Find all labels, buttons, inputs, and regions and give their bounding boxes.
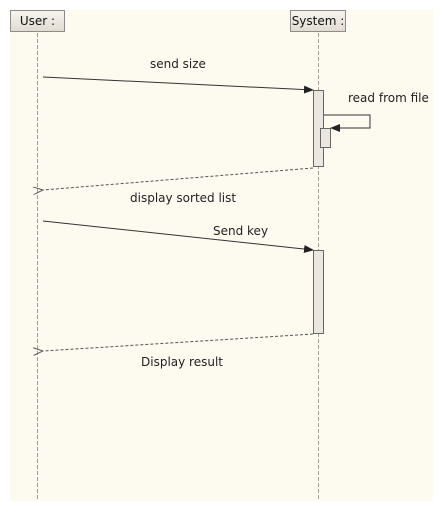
message-label-display-result: Display result	[141, 355, 223, 369]
message-arrow-send-key	[42, 220, 314, 254]
activation-bar-system-2	[313, 250, 324, 334]
message-arrow-send-size	[42, 76, 314, 94]
lifeline-header-user[interactable]: User :	[10, 10, 65, 32]
message-label-display-sorted-list: display sorted list	[130, 191, 237, 205]
message-arrow-read-from-file	[324, 114, 371, 132]
message-label-read-from-file: read from file	[348, 91, 429, 105]
message-arrow-display-sorted-list	[43, 167, 314, 190]
lifeline-header-system[interactable]: System :	[290, 10, 346, 32]
message-arrow-display-result	[43, 333, 314, 351]
message-label-send-size: send size	[150, 57, 206, 71]
activation-bar-system-nested	[320, 128, 331, 148]
diagram-background	[10, 10, 433, 501]
message-label-send-key: Send key	[213, 224, 269, 238]
